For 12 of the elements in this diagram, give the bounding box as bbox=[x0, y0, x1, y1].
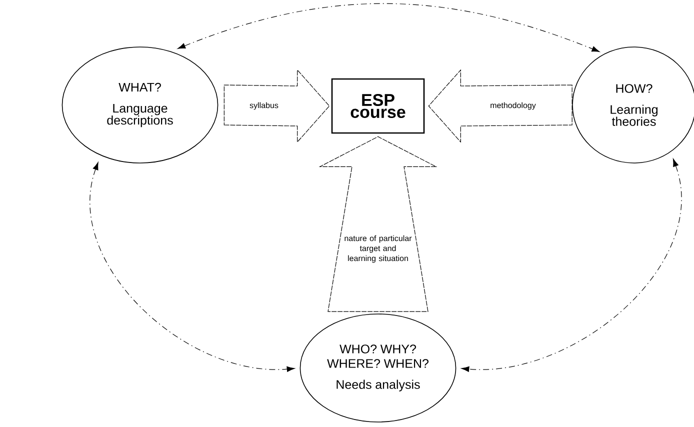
block-arrow bbox=[224, 69, 330, 143]
block-arrow bbox=[428, 69, 572, 143]
ellipse-node: WHO? WHY? WHERE? WHEN? Needs analysis bbox=[300, 314, 456, 422]
edge-label: methodology bbox=[490, 102, 536, 110]
edge-label: nature of particular target and learning situation bbox=[344, 235, 412, 263]
curved-arrow bbox=[461, 158, 682, 372]
block-arrow bbox=[318, 136, 438, 312]
ellipse-node: WHAT? Language descriptions bbox=[62, 46, 218, 164]
curved-arrow bbox=[178, 3, 600, 52]
edge-label: syllabus bbox=[250, 102, 278, 110]
course-box: ESP course bbox=[331, 78, 425, 134]
curved-arrow bbox=[90, 162, 295, 372]
